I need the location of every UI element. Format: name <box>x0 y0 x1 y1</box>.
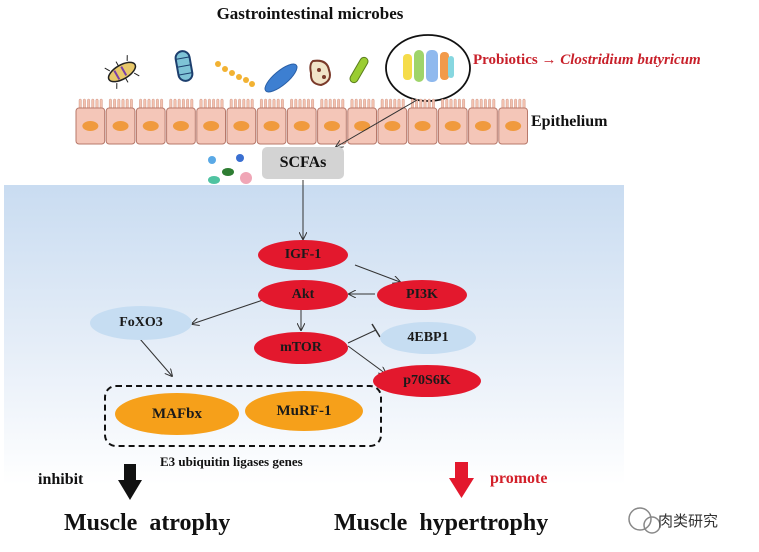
epithelial-cell <box>347 98 377 145</box>
akt-node: Akt <box>258 280 348 310</box>
mtor-node: mTOR <box>254 332 348 364</box>
p70s6k-node: p70S6K <box>373 365 481 397</box>
epithelium-label: Epithelium <box>531 113 608 130</box>
epithelial-cell <box>166 98 196 145</box>
promote-label: promote <box>490 470 548 487</box>
muscle-hypertrophy-label: Muscle hypertrophy <box>334 510 549 536</box>
microbe-icon <box>174 50 194 82</box>
probiotic-magnifier <box>385 34 471 102</box>
inhibit-arrow <box>118 464 142 500</box>
scfa-particles <box>208 154 252 184</box>
epithelial-cell <box>226 98 257 145</box>
muscle-atrophy-label: Muscle atrophy <box>64 510 231 536</box>
epithelial-cell <box>135 98 166 145</box>
wechat-logo-icon <box>628 507 661 534</box>
epithelial-cell <box>196 98 227 145</box>
epithelial-cell <box>437 98 468 145</box>
pathway-arrows <box>139 99 418 376</box>
scfa-box: SCFAs <box>262 147 344 179</box>
diagram-title: Gastrointestinal microbes <box>216 4 404 23</box>
microbe-icon <box>349 56 369 84</box>
foxo3-node: FoXO3 <box>90 306 192 340</box>
pi3k-node: PI3K <box>377 280 467 310</box>
epithelial-cell <box>105 98 136 145</box>
4ebp1-node: 4EBP1 <box>380 322 476 354</box>
epithelial-cell <box>75 98 106 145</box>
e3-ligase-box <box>104 385 382 447</box>
epithelial-cell <box>498 98 528 145</box>
epithelial-cell <box>317 98 347 145</box>
epithelium-layer <box>75 98 528 145</box>
microbe-icon <box>215 61 255 87</box>
microbe-icon <box>104 55 140 89</box>
igf1-node: IGF-1 <box>258 240 348 270</box>
e3-ligase-label: E3 ubiquitin ligases genes <box>160 454 303 469</box>
promote-arrow <box>449 462 474 498</box>
epithelial-cell <box>256 98 287 145</box>
microbe-icon <box>264 63 298 93</box>
microbe-icon <box>309 59 331 87</box>
epithelial-cell <box>377 98 408 145</box>
epithelial-cell <box>468 98 498 145</box>
inhibit-label: inhibit <box>38 471 84 488</box>
epithelial-cell <box>286 98 317 145</box>
watermark-text: 肉类研究 <box>658 512 719 530</box>
murf1-node: MuRF-1 <box>245 391 363 431</box>
mafbx-node: MAFbx <box>115 393 239 435</box>
microbe-cluster <box>104 50 369 93</box>
probiotics-label: Probiotics → Clostridium butyricum <box>473 52 701 68</box>
epithelial-cell <box>407 98 438 145</box>
